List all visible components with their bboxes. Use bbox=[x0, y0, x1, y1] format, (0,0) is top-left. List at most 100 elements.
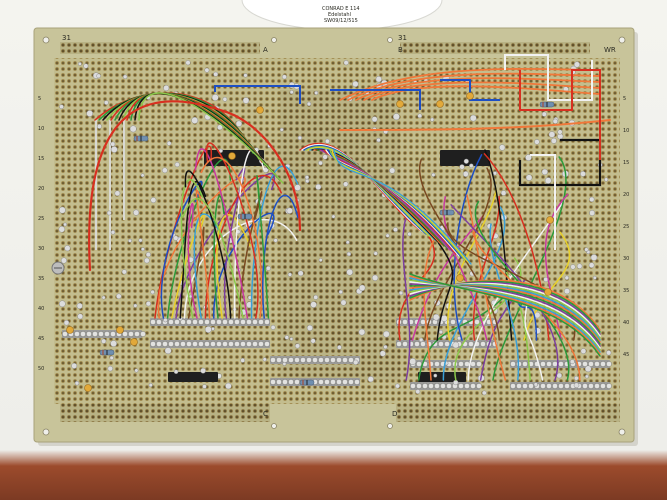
solder-joint bbox=[222, 96, 228, 102]
wire bbox=[423, 227, 442, 381]
wire bbox=[453, 154, 483, 341]
solder-pad bbox=[270, 379, 276, 385]
solder-pad bbox=[458, 361, 464, 367]
capacitor bbox=[228, 152, 236, 160]
solder-pad bbox=[588, 383, 594, 389]
solder-joint bbox=[367, 376, 374, 383]
wire bbox=[179, 180, 207, 319]
solder-pad bbox=[330, 379, 336, 385]
ic-chip bbox=[418, 372, 466, 382]
solder-joint bbox=[163, 84, 170, 92]
solder-joint bbox=[315, 183, 322, 190]
solder-joint bbox=[552, 118, 558, 124]
solder-joint bbox=[576, 263, 583, 269]
solder-pad bbox=[606, 383, 612, 389]
solder-pad bbox=[336, 357, 342, 363]
solder-pad bbox=[330, 357, 336, 363]
solder-joint bbox=[433, 373, 438, 378]
solder-joint bbox=[284, 335, 290, 340]
solder-pad bbox=[354, 379, 360, 385]
solder-pad bbox=[428, 383, 434, 389]
solder-joint bbox=[96, 123, 102, 129]
solder-pad bbox=[558, 361, 564, 367]
ic-pin-strip bbox=[150, 340, 270, 348]
bottom-pad-row-left bbox=[60, 404, 270, 422]
solder-pad bbox=[336, 379, 342, 385]
solder-joint bbox=[133, 209, 140, 216]
solder-joint bbox=[580, 348, 587, 354]
solder-pad bbox=[510, 383, 516, 389]
solder-joint bbox=[121, 269, 127, 275]
wire bbox=[409, 275, 601, 355]
wire bbox=[504, 54, 593, 101]
solder-pad bbox=[210, 341, 216, 347]
ic-chip bbox=[440, 150, 490, 166]
wire bbox=[154, 145, 213, 319]
bottom-pad-row-right bbox=[396, 404, 620, 422]
solder-pad bbox=[422, 383, 428, 389]
solder-joint bbox=[383, 344, 388, 350]
solder-pad bbox=[234, 341, 240, 347]
wire-bundles bbox=[88, 54, 611, 381]
label-column-a: A bbox=[263, 46, 268, 54]
wire bbox=[195, 189, 211, 319]
solder-pad bbox=[198, 341, 204, 347]
solder-pad bbox=[80, 331, 86, 337]
solder-joint bbox=[63, 222, 68, 227]
solder-pad bbox=[552, 383, 558, 389]
wire bbox=[418, 158, 500, 341]
wire bbox=[194, 148, 249, 319]
solder-pad bbox=[522, 361, 528, 367]
solder-pad bbox=[464, 383, 470, 389]
solder-joint bbox=[570, 264, 576, 270]
solder-pad bbox=[594, 361, 600, 367]
solder-joint bbox=[395, 383, 400, 389]
wire bbox=[440, 79, 500, 101]
solder-joint bbox=[202, 384, 207, 389]
solder-joint bbox=[191, 116, 199, 124]
solder-pad bbox=[216, 319, 222, 325]
solder-joint bbox=[573, 375, 579, 381]
solder-joint bbox=[392, 113, 400, 121]
solder-joint bbox=[110, 141, 116, 147]
solder-joint bbox=[161, 167, 168, 174]
solder-joint bbox=[525, 174, 533, 181]
solder-joint bbox=[265, 265, 271, 271]
solder-joint bbox=[415, 389, 421, 395]
solder-joint bbox=[525, 154, 532, 161]
solder-joint bbox=[213, 71, 219, 77]
solder-joint bbox=[469, 114, 477, 122]
solder-joint bbox=[343, 181, 349, 187]
solder-joint bbox=[569, 359, 575, 365]
wire bbox=[218, 108, 302, 232]
wire bbox=[333, 149, 472, 265]
capacitor bbox=[396, 100, 404, 108]
solder-pad bbox=[600, 383, 606, 389]
solder-joint bbox=[550, 137, 557, 144]
wire bbox=[330, 89, 421, 110]
solder-pad bbox=[446, 383, 452, 389]
solder-pad bbox=[168, 341, 174, 347]
solder-pad bbox=[324, 357, 330, 363]
solder-joint bbox=[101, 295, 106, 300]
solder-joint bbox=[462, 171, 469, 177]
solder-pad bbox=[110, 331, 116, 337]
solder-joint bbox=[588, 262, 595, 269]
row-label: 50 bbox=[38, 366, 44, 372]
solder-joint bbox=[346, 268, 354, 276]
solder-joint bbox=[304, 175, 310, 180]
solder-joint bbox=[103, 100, 109, 105]
solder-pad bbox=[410, 383, 416, 389]
solder-joint bbox=[86, 110, 94, 117]
capacitor bbox=[466, 92, 474, 100]
solder-joint bbox=[286, 207, 293, 214]
solder-pad bbox=[594, 383, 600, 389]
wire bbox=[409, 277, 601, 353]
solder-pad bbox=[348, 379, 354, 385]
solder-pad bbox=[546, 361, 552, 367]
solder-pad bbox=[348, 357, 354, 363]
solder-pad bbox=[86, 331, 92, 337]
disc-label-line1: SW09/12/515 bbox=[324, 18, 358, 24]
